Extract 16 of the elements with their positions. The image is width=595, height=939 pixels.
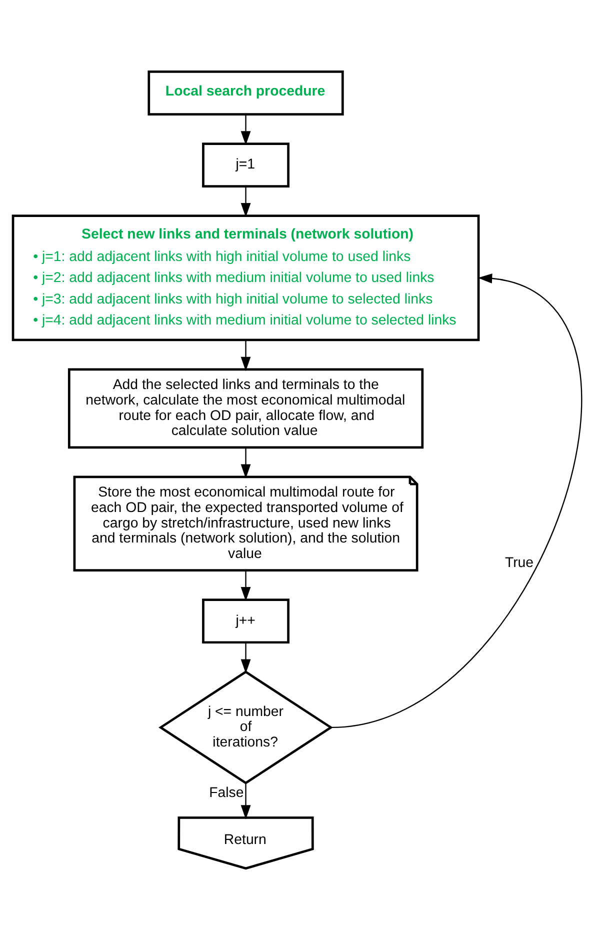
arrow xyxy=(332,272,582,728)
node-box: j=1 xyxy=(202,142,290,188)
arrow xyxy=(240,186,251,217)
arrow xyxy=(240,782,251,819)
node-diamond: j <= number of iterations? xyxy=(158,670,333,784)
arrow xyxy=(240,114,251,145)
arrow xyxy=(240,642,251,673)
arrow xyxy=(240,570,251,601)
node-box: j++ xyxy=(202,598,290,644)
arrow xyxy=(240,447,251,478)
node-box: Local search procedure xyxy=(148,70,344,115)
edge-label: False xyxy=(209,784,244,800)
edge-label: True xyxy=(504,554,534,570)
arrow xyxy=(240,340,251,371)
node-box: Add the selected links and terminals to the network, calculate the most economical multimodal route for each OD pair, allocate flow, and calculate solution value xyxy=(68,368,424,448)
node-box: Select new links and terminals (network solution) • j=1: add adjacent links with high initial volume to used links • j=2: add adjacent links with medium initial volume to used links • j=3: add adjacent links with high initial volume to selected links • j=4: add adjacent links with medium initial volume to selected links xyxy=(12,214,480,341)
